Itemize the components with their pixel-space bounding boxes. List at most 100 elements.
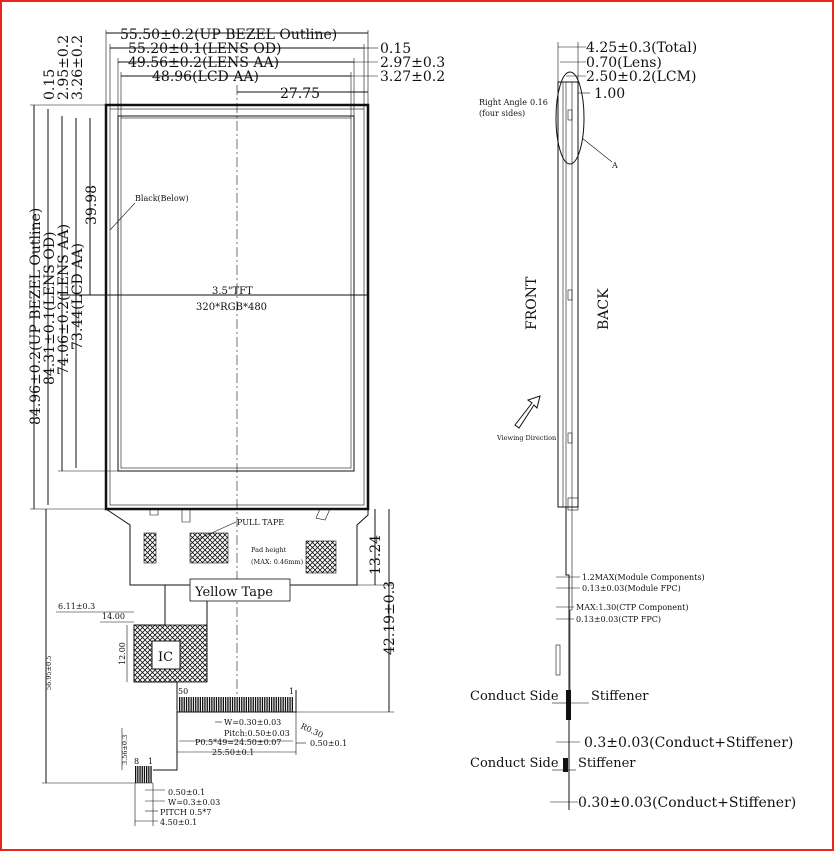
- ic-area-hatched: [133, 624, 208, 683]
- conduct-side-label-2: Conduct Side: [470, 756, 559, 771]
- dim-013-module: 0.13±0.03(Module FPC): [582, 584, 681, 593]
- finger-pin: [248, 697, 250, 712]
- yellow-tape-label: Yellow Tape: [194, 585, 273, 600]
- finger-pin: [220, 697, 222, 712]
- finger-pin: [238, 697, 241, 712]
- viewing-direction-arrow: [514, 395, 541, 429]
- finger-pin: [183, 697, 185, 712]
- stiffener-label-1: Stiffener: [591, 689, 649, 704]
- dim-327: 3.27±0.2: [380, 69, 445, 85]
- fpc-tail: IC Yellow Tape PULL TAPE Pad height (MAX…: [105, 508, 369, 783]
- dim-bezel-height: 84.96±0.2(UP BEZEL Outline): [28, 208, 44, 425]
- dim-lcd-aa-height: 73.44(LCD AA): [70, 243, 86, 350]
- dim-pitch050: Pitch:0.50±0.03: [224, 729, 290, 738]
- finger-pin: [206, 697, 208, 712]
- pad-right-hatched: [305, 540, 337, 574]
- dim-thick-2: 0.30±0.03(Conduct+Stiffener): [578, 795, 796, 811]
- finger-pin: [271, 697, 273, 712]
- dim-4219: 42.19±0.3: [382, 581, 398, 655]
- dim-295: 2.95±0.2: [56, 35, 72, 100]
- dim-lens-aa-height: 74.06±0.2(LENS AA): [56, 224, 72, 375]
- dim-small-450: 4.50±0.1: [160, 818, 197, 827]
- dim-bezel-width: 55.50±0.2(UP BEZEL Outline): [120, 27, 337, 43]
- finger-pin: [202, 697, 204, 712]
- dim-lens-aa-width: 49.56±0.2(LENS AA): [128, 55, 279, 71]
- dim-lens-thickness: 0.70(Lens): [586, 55, 662, 71]
- dim-half-width: 27.75: [280, 86, 320, 102]
- dim-015-top: 0.15: [380, 41, 411, 57]
- finger-pin: [215, 697, 218, 712]
- dim-small-050: 0.50±0.1: [168, 788, 205, 797]
- finger-pin: [261, 697, 264, 712]
- finger-pin: [257, 697, 259, 712]
- pad-height-label: Pad height: [251, 546, 287, 554]
- finger-pin: [287, 697, 289, 712]
- stiffener-label-2: Stiffener: [578, 756, 636, 771]
- dim-lcm-thickness: 2.50±0.2(LCM): [586, 69, 696, 85]
- detail-a-label: A: [611, 161, 618, 170]
- finger-pin: [234, 697, 236, 712]
- dim-w030: W=0.30±0.03: [224, 718, 281, 727]
- finger-pin: [254, 697, 257, 712]
- dim-297: 2.97±0.3: [380, 55, 445, 71]
- lens-aa-outline: [117, 115, 355, 472]
- finger-pin: [243, 697, 245, 712]
- right-angle-label: Right Angle: [479, 98, 527, 107]
- finger-pin: [280, 697, 282, 712]
- dim-12: 12.00: [118, 642, 127, 665]
- side-view: A 4.25±0.3(Total) 0.70(Lens) 2.50±0.2(LC…: [470, 40, 796, 811]
- dim-lens-od-height: 84.31±0.1(LENS OD): [42, 231, 58, 385]
- finger-pin: [181, 697, 183, 712]
- dim-100: 1.00: [594, 86, 625, 102]
- finger-pin: [190, 697, 192, 712]
- screen-resolution-label: 320*RGB*480: [196, 302, 267, 313]
- pin-8-label: 8: [134, 757, 139, 766]
- small-finger-pin: [146, 766, 148, 783]
- finger-pin: [208, 697, 211, 712]
- black-below-leader: [109, 202, 136, 231]
- gold-fingers-8pin: [135, 766, 152, 783]
- finger-pin: [179, 697, 181, 712]
- dim-small-w: W=0.3±0.03: [168, 798, 220, 807]
- small-finger-pin: [137, 766, 139, 783]
- dim-total-thickness: 4.25±0.3(Total): [586, 40, 697, 56]
- dim-lens-od-width: 55.20±0.1(LENS OD): [128, 41, 282, 57]
- dim-1324: 13.24: [368, 535, 384, 575]
- small-finger-pin: [143, 766, 146, 783]
- finger-pin: [188, 697, 190, 712]
- fpc-dimensions: 56.95±0.5 3.56±0.3 6.11±0.3 14.00 12.00 …: [42, 509, 398, 827]
- pin-50-label: 50: [178, 687, 188, 696]
- dim-p05x49: P0.5*49=24.50±0.07: [195, 738, 281, 747]
- small-finger-pin: [141, 766, 143, 783]
- finger-pin: [252, 697, 254, 712]
- angle-r030-label: R0.30: [299, 722, 324, 740]
- small-finger-pin: [148, 766, 150, 783]
- finger-pin: [195, 697, 197, 712]
- dim-14: 14.00: [102, 612, 125, 621]
- finger-pin: [268, 697, 270, 712]
- dim-thick-1: 0.3±0.03(Conduct+Stiffener): [584, 735, 793, 751]
- small-finger-pin: [150, 766, 152, 783]
- finger-pin: [264, 697, 266, 712]
- finger-pin: [211, 697, 213, 712]
- finger-pin: [231, 697, 234, 712]
- viewing-direction-label: Viewing Direction: [496, 434, 556, 442]
- ic-chip: [151, 640, 181, 670]
- finger-pin: [259, 697, 261, 712]
- finger-pin: [282, 697, 284, 712]
- conduct-side-label-1: Conduct Side: [470, 689, 559, 704]
- dim-611: 6.11±0.3: [58, 602, 95, 611]
- back-label: BACK: [596, 288, 612, 330]
- pin-1b-label: 1: [148, 757, 153, 766]
- yellow-tape-box: [189, 578, 291, 602]
- finger-pin: [222, 697, 224, 712]
- lcd-aa-outline: [120, 117, 352, 469]
- dim-326: 3.26±0.2: [70, 35, 86, 100]
- pull-tape-label: PULL TAPE: [237, 518, 284, 527]
- finger-pin: [250, 697, 252, 712]
- finger-pin: [273, 697, 275, 712]
- dim-ctp-max: MAX:1.30(CTP Component): [576, 603, 689, 612]
- screen-type-label: 3.5"TFT: [212, 286, 253, 297]
- dim-half-height: 39.98: [84, 185, 100, 225]
